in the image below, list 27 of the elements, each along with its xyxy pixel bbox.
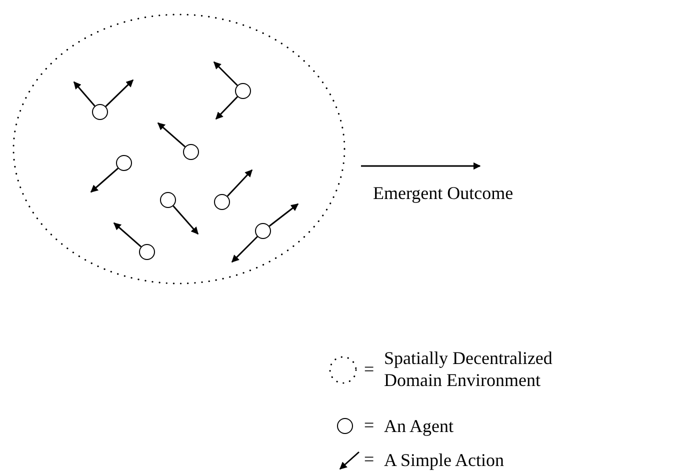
environment-circle	[12, 13, 346, 285]
action-arrow	[231, 236, 258, 263]
equals-sign: =	[364, 359, 374, 380]
outcome-arrow	[361, 162, 481, 170]
action-arrow	[73, 81, 96, 106]
agent-circle	[183, 144, 199, 160]
agent-circle	[92, 104, 108, 120]
action-arrow	[157, 122, 186, 148]
equals-sign: =	[364, 449, 374, 470]
action-arrow	[215, 96, 238, 120]
legend-label: Spatially Decentralized Domain Environment	[384, 347, 554, 391]
agent-circle	[214, 194, 230, 210]
legend-label: A Simple Action	[384, 450, 504, 471]
action-arrow	[172, 206, 199, 235]
legend-label: An Agent	[384, 416, 454, 437]
action-arrow	[105, 79, 134, 107]
equals-sign: =	[364, 415, 374, 436]
agent-circle	[160, 192, 176, 208]
action-arrow	[113, 222, 142, 248]
agent-circle	[255, 223, 271, 239]
agent-circle	[116, 155, 132, 171]
action-arrow	[226, 169, 253, 197]
action-arrow	[268, 203, 299, 227]
action-arrow	[90, 168, 118, 193]
agent-circle	[139, 244, 155, 260]
action-arrow	[213, 61, 238, 86]
agent-circle	[235, 83, 251, 99]
